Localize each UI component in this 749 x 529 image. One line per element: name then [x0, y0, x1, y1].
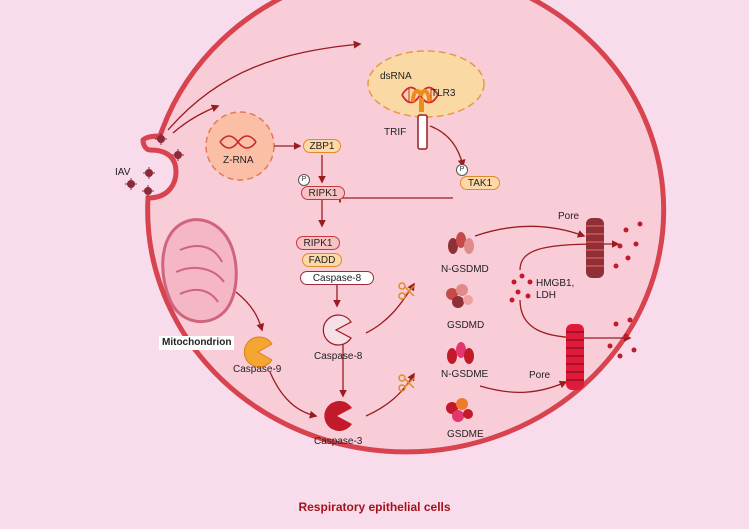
gsdme-label: GSDME [447, 429, 484, 440]
caspase-3-icon [324, 401, 352, 431]
pore-bottom-label: Pore [529, 370, 551, 381]
caspase-8-icon [322, 314, 352, 346]
caspase-9-label: Caspase-9 [233, 364, 282, 375]
hmgb1-ldh-label: HMGB1, LDH [536, 278, 575, 301]
n-gsdme-protein-icon [447, 342, 474, 364]
pore-top [586, 218, 604, 278]
gsdmd-label: GSDMD [447, 320, 485, 331]
phospho-badge-tak1: P [456, 164, 468, 176]
z-rna-compartment [205, 111, 275, 181]
tlr3-label: TLR3 [431, 88, 456, 99]
mitochondrion-label: Mitochondrion [159, 336, 235, 350]
scissors-icon-bottom [398, 374, 415, 392]
n-gsdmd-protein-icon [448, 232, 474, 254]
z-rna-label: Z-RNA [223, 155, 254, 166]
iav-label: IAV [115, 167, 131, 178]
phospho-badge-ripk1: P [298, 174, 310, 186]
released-molecules [509, 221, 643, 359]
caspase-8-label: Caspase-8 [314, 351, 363, 362]
gsdmd-protein-icon [446, 284, 473, 308]
cell-membrane [140, 0, 667, 455]
scissors-icon-top [398, 282, 415, 300]
tlr3-receptor-icon [411, 89, 431, 150]
pore-top-label: Pore [558, 211, 580, 222]
figure-caption: Respiratory epithelial cells [298, 500, 451, 514]
caspase-3-label: Caspase-3 [314, 436, 363, 447]
mitochondrion-icon [161, 218, 238, 323]
ripk1-box: RIPK1 [301, 186, 345, 200]
gsdme-protein-icon [446, 398, 473, 422]
fadd-box: FADD [302, 253, 342, 267]
ripk1-complex-box: RIPK1 [296, 236, 340, 250]
n-gsdme-label: N-GSDME [441, 369, 489, 380]
iav-spikes [125, 133, 184, 197]
zbp1-box: ZBP1 [303, 139, 341, 153]
pore-bottom [566, 324, 584, 390]
n-gsdmd-label: N-GSDMD [441, 264, 489, 275]
caspase-9-icon [243, 336, 273, 368]
tak1-box: TAK1 [460, 176, 500, 190]
endosome [367, 50, 485, 118]
z-rna-helix-icon [219, 135, 257, 149]
caspase-8-complex-box: Caspase-8 [300, 271, 374, 285]
trif-label: TRIF [384, 127, 407, 138]
dsrna-label: dsRNA [380, 71, 412, 82]
